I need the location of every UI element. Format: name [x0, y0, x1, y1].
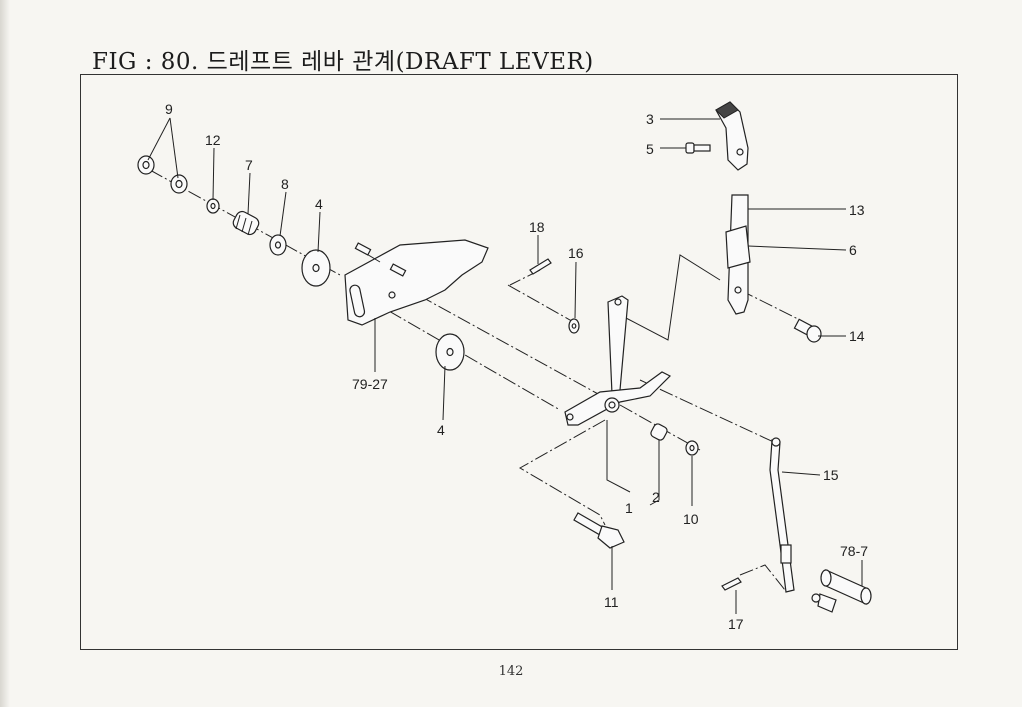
- callout-3: 3: [646, 111, 654, 127]
- callout-12: 12: [205, 132, 221, 148]
- callout-labels: 9 12 7 8 4 79-27 4 18 16 3 5 13 6 14 15 …: [165, 101, 868, 632]
- callout-6: 6: [849, 242, 857, 258]
- part-5-screw: [685, 142, 711, 154]
- part-2-collar: [650, 423, 668, 441]
- part-9-nut-a: [137, 155, 155, 175]
- part-79-27-bracket: [344, 239, 489, 326]
- callout-15: 15: [823, 467, 839, 483]
- callout-9: 9: [165, 101, 173, 117]
- callout-14: 14: [849, 328, 865, 344]
- part-9-nut-b: [170, 174, 188, 194]
- page-spine-shadow: [0, 0, 10, 707]
- part-18-split-pin: [529, 258, 552, 275]
- part-16-washer: [568, 318, 580, 334]
- callout-78-7: 78-7: [840, 543, 868, 559]
- part-10-nut: [685, 440, 699, 456]
- callout-4-upper: 4: [315, 196, 323, 212]
- callout-13: 13: [849, 202, 865, 218]
- callout-10: 10: [683, 511, 699, 527]
- part-11-bolt: [573, 512, 625, 549]
- part-14-screw: [793, 318, 822, 343]
- part-78-7-pin: [811, 569, 872, 613]
- part-8-washer: [269, 234, 287, 256]
- figure-title: FIG : 80. 드레프트 레바 관계(DRAFT LEVER): [92, 49, 594, 75]
- part-12-washer: [206, 198, 220, 214]
- callout-4-lower: 4: [437, 422, 445, 438]
- callout-18: 18: [529, 219, 545, 235]
- part-6-lever-sleeve: [725, 225, 751, 269]
- part-17-split-pin: [721, 577, 742, 591]
- part-7-spring: [232, 210, 260, 236]
- callout-79-27: 79-27: [352, 376, 388, 392]
- callout-1: 1: [625, 500, 633, 516]
- callout-5: 5: [646, 141, 654, 157]
- callout-7: 7: [245, 157, 253, 173]
- callout-16: 16: [568, 245, 584, 261]
- page-number: 142: [498, 664, 524, 679]
- diagram-frame: [80, 74, 958, 650]
- callout-17: 17: [728, 616, 744, 632]
- callout-11: 11: [604, 594, 619, 610]
- part-1-lever: [564, 295, 672, 426]
- part-3-knob: [715, 101, 749, 171]
- part-15-rod: [769, 437, 795, 593]
- leader-lines: [147, 117, 863, 614]
- part-4-washer-upper: [301, 249, 331, 287]
- part-4-washer-lower: [435, 333, 465, 371]
- callout-2: 2: [652, 489, 660, 505]
- callout-8: 8: [281, 176, 289, 192]
